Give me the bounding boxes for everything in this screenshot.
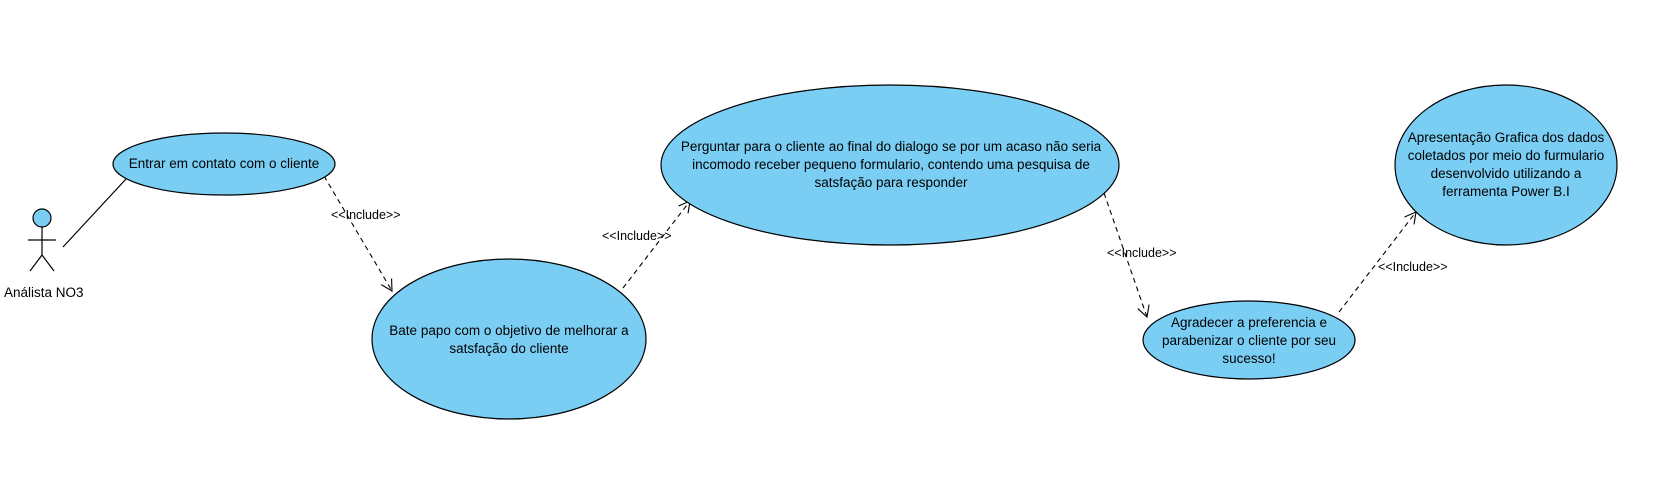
use-case-text-perguntar-formulario: Perguntar para o cliente ao final do dia… bbox=[680, 139, 1102, 190]
include-label-uc3-uc4: <<Include>> bbox=[1107, 246, 1177, 260]
use-case-text-entrar-em-contato: Entrar em contato com o cliente bbox=[128, 156, 320, 171]
include-arrow-uc3-uc4 bbox=[1103, 192, 1150, 319]
use-case-bate-papo[interactable] bbox=[371, 258, 647, 420]
actor-right-leg bbox=[41, 254, 55, 272]
actor-name: Análista NO3 bbox=[4, 285, 84, 300]
actor-analista-no3[interactable] bbox=[28, 208, 56, 272]
use-case-text-agradecer: Agradecer a preferencia e parabenizar o … bbox=[1161, 315, 1337, 366]
include-arrow-uc2-uc3 bbox=[622, 200, 691, 289]
use-case-agradecer[interactable] bbox=[1142, 300, 1356, 380]
use-case-apresentacao-grafica[interactable] bbox=[1394, 84, 1618, 246]
include-arrow-uc1-uc2 bbox=[323, 175, 393, 292]
use-case-perguntar-formulario[interactable] bbox=[660, 84, 1120, 246]
include-label-uc2-uc3: <<Include>> bbox=[602, 229, 672, 243]
use-case-entrar-em-contato[interactable] bbox=[112, 132, 336, 196]
use-case-text-bate-papo: Bate papo com o objetivo de melhorar a s… bbox=[389, 323, 629, 356]
include-label-uc1-uc2: <<Include>> bbox=[331, 208, 401, 222]
actor-left-leg bbox=[29, 254, 43, 272]
include-label-uc4-uc5: <<Include>> bbox=[1378, 260, 1448, 274]
include-arrow-uc4-uc5 bbox=[1338, 211, 1417, 313]
association-line bbox=[62, 178, 127, 248]
use-case-text-apresentacao-grafica: Apresentação Grafica dos dados coletados… bbox=[1407, 130, 1605, 199]
actor-head bbox=[32, 208, 52, 228]
